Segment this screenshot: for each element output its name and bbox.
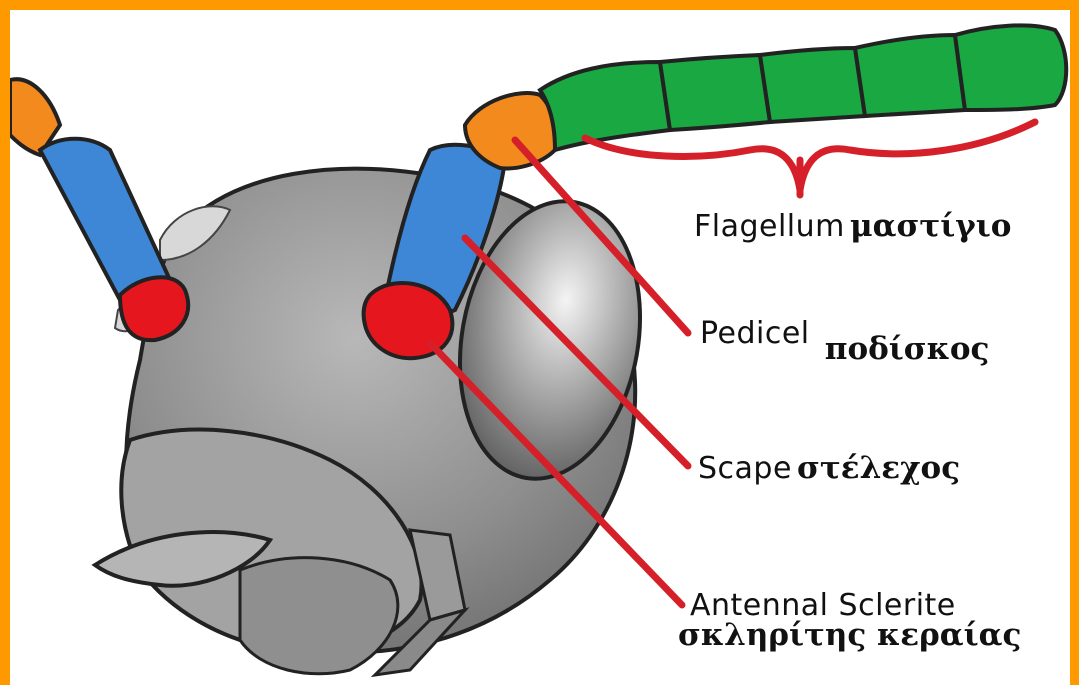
antennal-sclerite-label: Antennal Sclerite σκληρίτης κεραίας [690, 588, 1021, 653]
scape-label-en: Scape [698, 451, 792, 486]
flagellum-label: Flagellum μαστίγιο [694, 208, 1011, 244]
antennal-sclerite-label-gr: σκληρίτης κεραίας [678, 617, 1021, 653]
pedicel-label-en: Pedicel [700, 316, 810, 351]
pedicel-label-gr: ποδίσκος [825, 331, 990, 367]
flagellum-label-gr: μαστίγιο [850, 208, 1011, 244]
pedicel-label: Pedicel ποδίσκος [700, 315, 989, 351]
diagram-canvas: Flagellum μαστίγιο Pedicel ποδίσκος Scap… [10, 10, 1070, 685]
flagellum-segments [540, 25, 1066, 150]
scape-label-gr: στέλεχος [797, 450, 960, 486]
flagellum-label-en: Flagellum [694, 209, 845, 244]
left-antenna [10, 79, 188, 340]
pedicel-segment [465, 93, 557, 168]
scape-label: Scape στέλεχος [698, 450, 960, 486]
antennal-sclerite-ring [364, 283, 453, 358]
